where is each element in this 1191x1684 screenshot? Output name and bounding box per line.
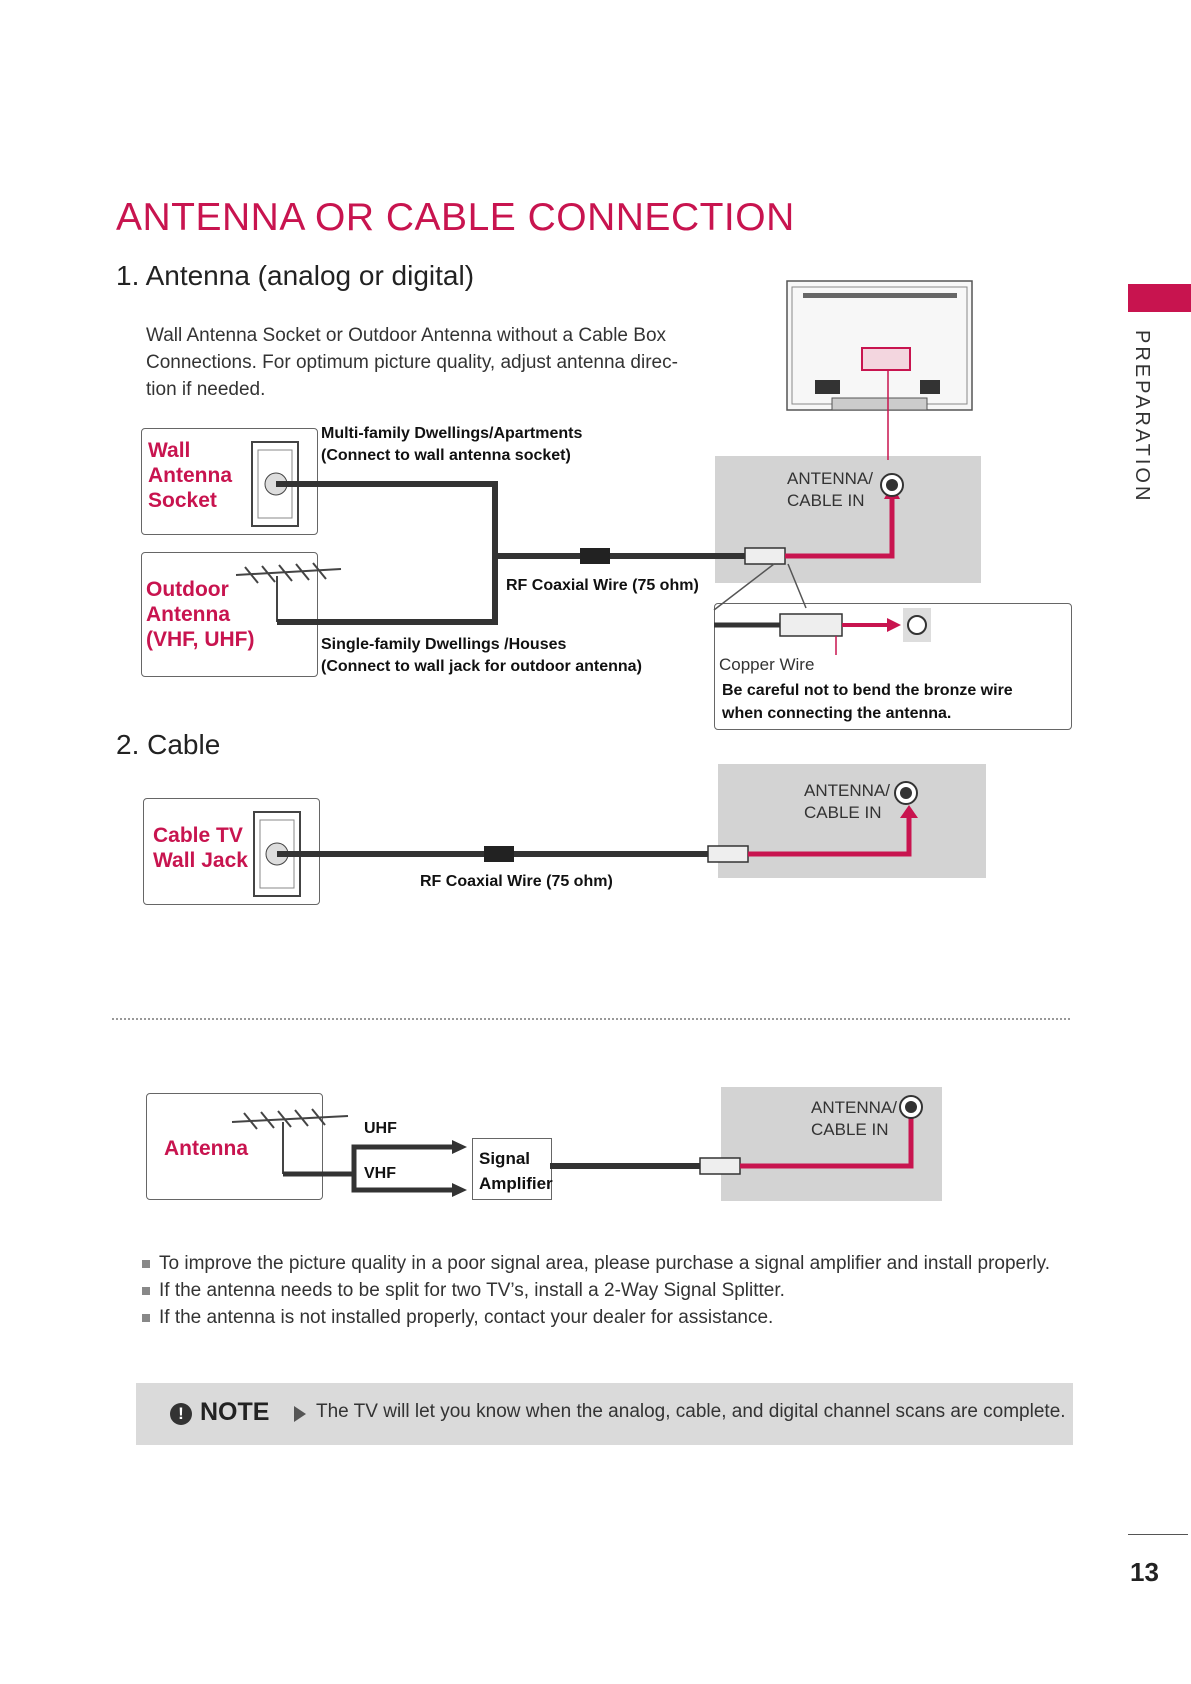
vhf-label: VHF	[364, 1165, 396, 1182]
tv-rear-illustration	[786, 280, 973, 460]
label-line: Antenna	[146, 603, 230, 626]
page-number-rule	[1128, 1534, 1188, 1535]
play-arrow-icon	[294, 1406, 306, 1422]
outdoor-antenna-icon	[235, 562, 342, 622]
exclamation-icon: !	[170, 1403, 192, 1425]
single-family-label: Single-family Dwellings /Houses (Connect…	[321, 634, 642, 678]
list-item: To improve the picture quality in a poor…	[142, 1250, 1050, 1277]
antenna-box: Antenna	[146, 1093, 323, 1200]
label-line: CABLE IN	[811, 1120, 889, 1139]
intro-line: Wall Antenna Socket or Outdoor Antenna w…	[146, 325, 667, 346]
bullet-square-icon	[142, 1313, 150, 1322]
copper-wire-note: Be careful not to bend the bronze wire w…	[722, 679, 1013, 725]
list-item-text: If the antenna needs to be split for two…	[159, 1280, 785, 1301]
note-banner: ! NOTE The TV will let you know when the…	[136, 1383, 1073, 1445]
section-antenna-intro: Wall Antenna Socket or Outdoor Antenna w…	[146, 322, 706, 403]
amplifier-wiring	[283, 1095, 923, 1197]
label-line: ANTENNA/	[804, 781, 890, 800]
label-line: Signal	[479, 1149, 531, 1168]
label-line: when connecting the antenna.	[722, 705, 952, 722]
amplifier-port-label: ANTENNA/ CABLE IN	[811, 1097, 897, 1141]
intro-line: Connections. For optimum picture quality…	[146, 352, 678, 373]
list-item-text: If the antenna is not installed properly…	[159, 1307, 774, 1328]
bullet-square-icon	[142, 1286, 150, 1295]
cable-coax-label: RF Coaxial Wire (75 ohm)	[420, 873, 613, 890]
list-item: If the antenna needs to be split for two…	[142, 1277, 1050, 1304]
cable-port-label: ANTENNA/ CABLE IN	[804, 780, 890, 824]
cable-jack-label: Cable TV Wall Jack	[153, 823, 248, 873]
label-line: ANTENNA/	[787, 469, 873, 488]
label-line: Amplifier	[479, 1174, 553, 1193]
label-line: CABLE IN	[787, 491, 865, 510]
label-line: Socket	[148, 489, 217, 512]
label-line: Cable TV	[153, 824, 243, 847]
tv-port-panel-2	[718, 764, 986, 878]
label-line: Be careful not to bend the bronze wire	[722, 682, 1013, 699]
antenna-icon	[231, 1108, 349, 1174]
page-number: 13	[1130, 1557, 1159, 1587]
label-line: (Connect to wall jack for outdoor antenn…	[321, 658, 642, 675]
amplifier-label: Signal Amplifier	[479, 1146, 553, 1196]
outdoor-antenna-label: Outdoor Antenna (VHF, UHF)	[146, 577, 255, 652]
tips-list: To improve the picture quality in a poor…	[142, 1250, 1050, 1331]
antenna-port-label: ANTENNA/ CABLE IN	[787, 468, 873, 512]
side-tab-label: PREPARATION	[1131, 330, 1153, 504]
coax-wire-label: RF Coaxial Wire (75 ohm)	[506, 577, 699, 594]
side-tab-marker	[1128, 284, 1191, 312]
outdoor-antenna-box: Outdoor Antenna (VHF, UHF)	[141, 552, 318, 677]
label-line: Wall Jack	[153, 849, 248, 872]
note-text: The TV will let you know when the analog…	[316, 1401, 1066, 1422]
label-line: CABLE IN	[804, 803, 882, 822]
intro-line: tion if needed.	[146, 379, 266, 400]
label-line: Multi-family Dwellings/Apartments	[321, 425, 583, 442]
wall-socket-label: Wall Antenna Socket	[148, 438, 232, 513]
label-line: Wall	[148, 439, 191, 462]
bullet-square-icon	[142, 1259, 150, 1268]
copper-wire-detail	[714, 608, 931, 655]
uhf-label: UHF	[364, 1120, 397, 1137]
label-line: Single-family Dwellings /Houses	[321, 636, 567, 653]
list-item: If the antenna is not installed properly…	[142, 1304, 1050, 1331]
section-divider	[112, 1018, 1070, 1020]
multi-family-label: Multi-family Dwellings/Apartments (Conne…	[321, 423, 582, 467]
cable-coax-wiring	[277, 781, 918, 863]
label-line: Outdoor	[146, 578, 229, 601]
antenna-coax-wiring	[276, 473, 904, 625]
label-line: (Connect to wall antenna socket)	[321, 447, 571, 464]
label-line: Antenna	[148, 464, 232, 487]
section-antenna-heading: 1. Antenna (analog or digital)	[116, 260, 475, 291]
copper-wire-label: Copper Wire	[719, 655, 815, 674]
list-item-text: To improve the picture quality in a poor…	[159, 1253, 1051, 1274]
note-heading: NOTE	[200, 1398, 270, 1426]
label-line: ANTENNA/	[811, 1098, 897, 1117]
page-title: ANTENNA OR CABLE CONNECTION	[116, 196, 795, 239]
antenna-label: Antenna	[164, 1137, 248, 1160]
section-cable-heading: 2. Cable	[116, 729, 221, 760]
label-line: (VHF, UHF)	[146, 628, 255, 651]
